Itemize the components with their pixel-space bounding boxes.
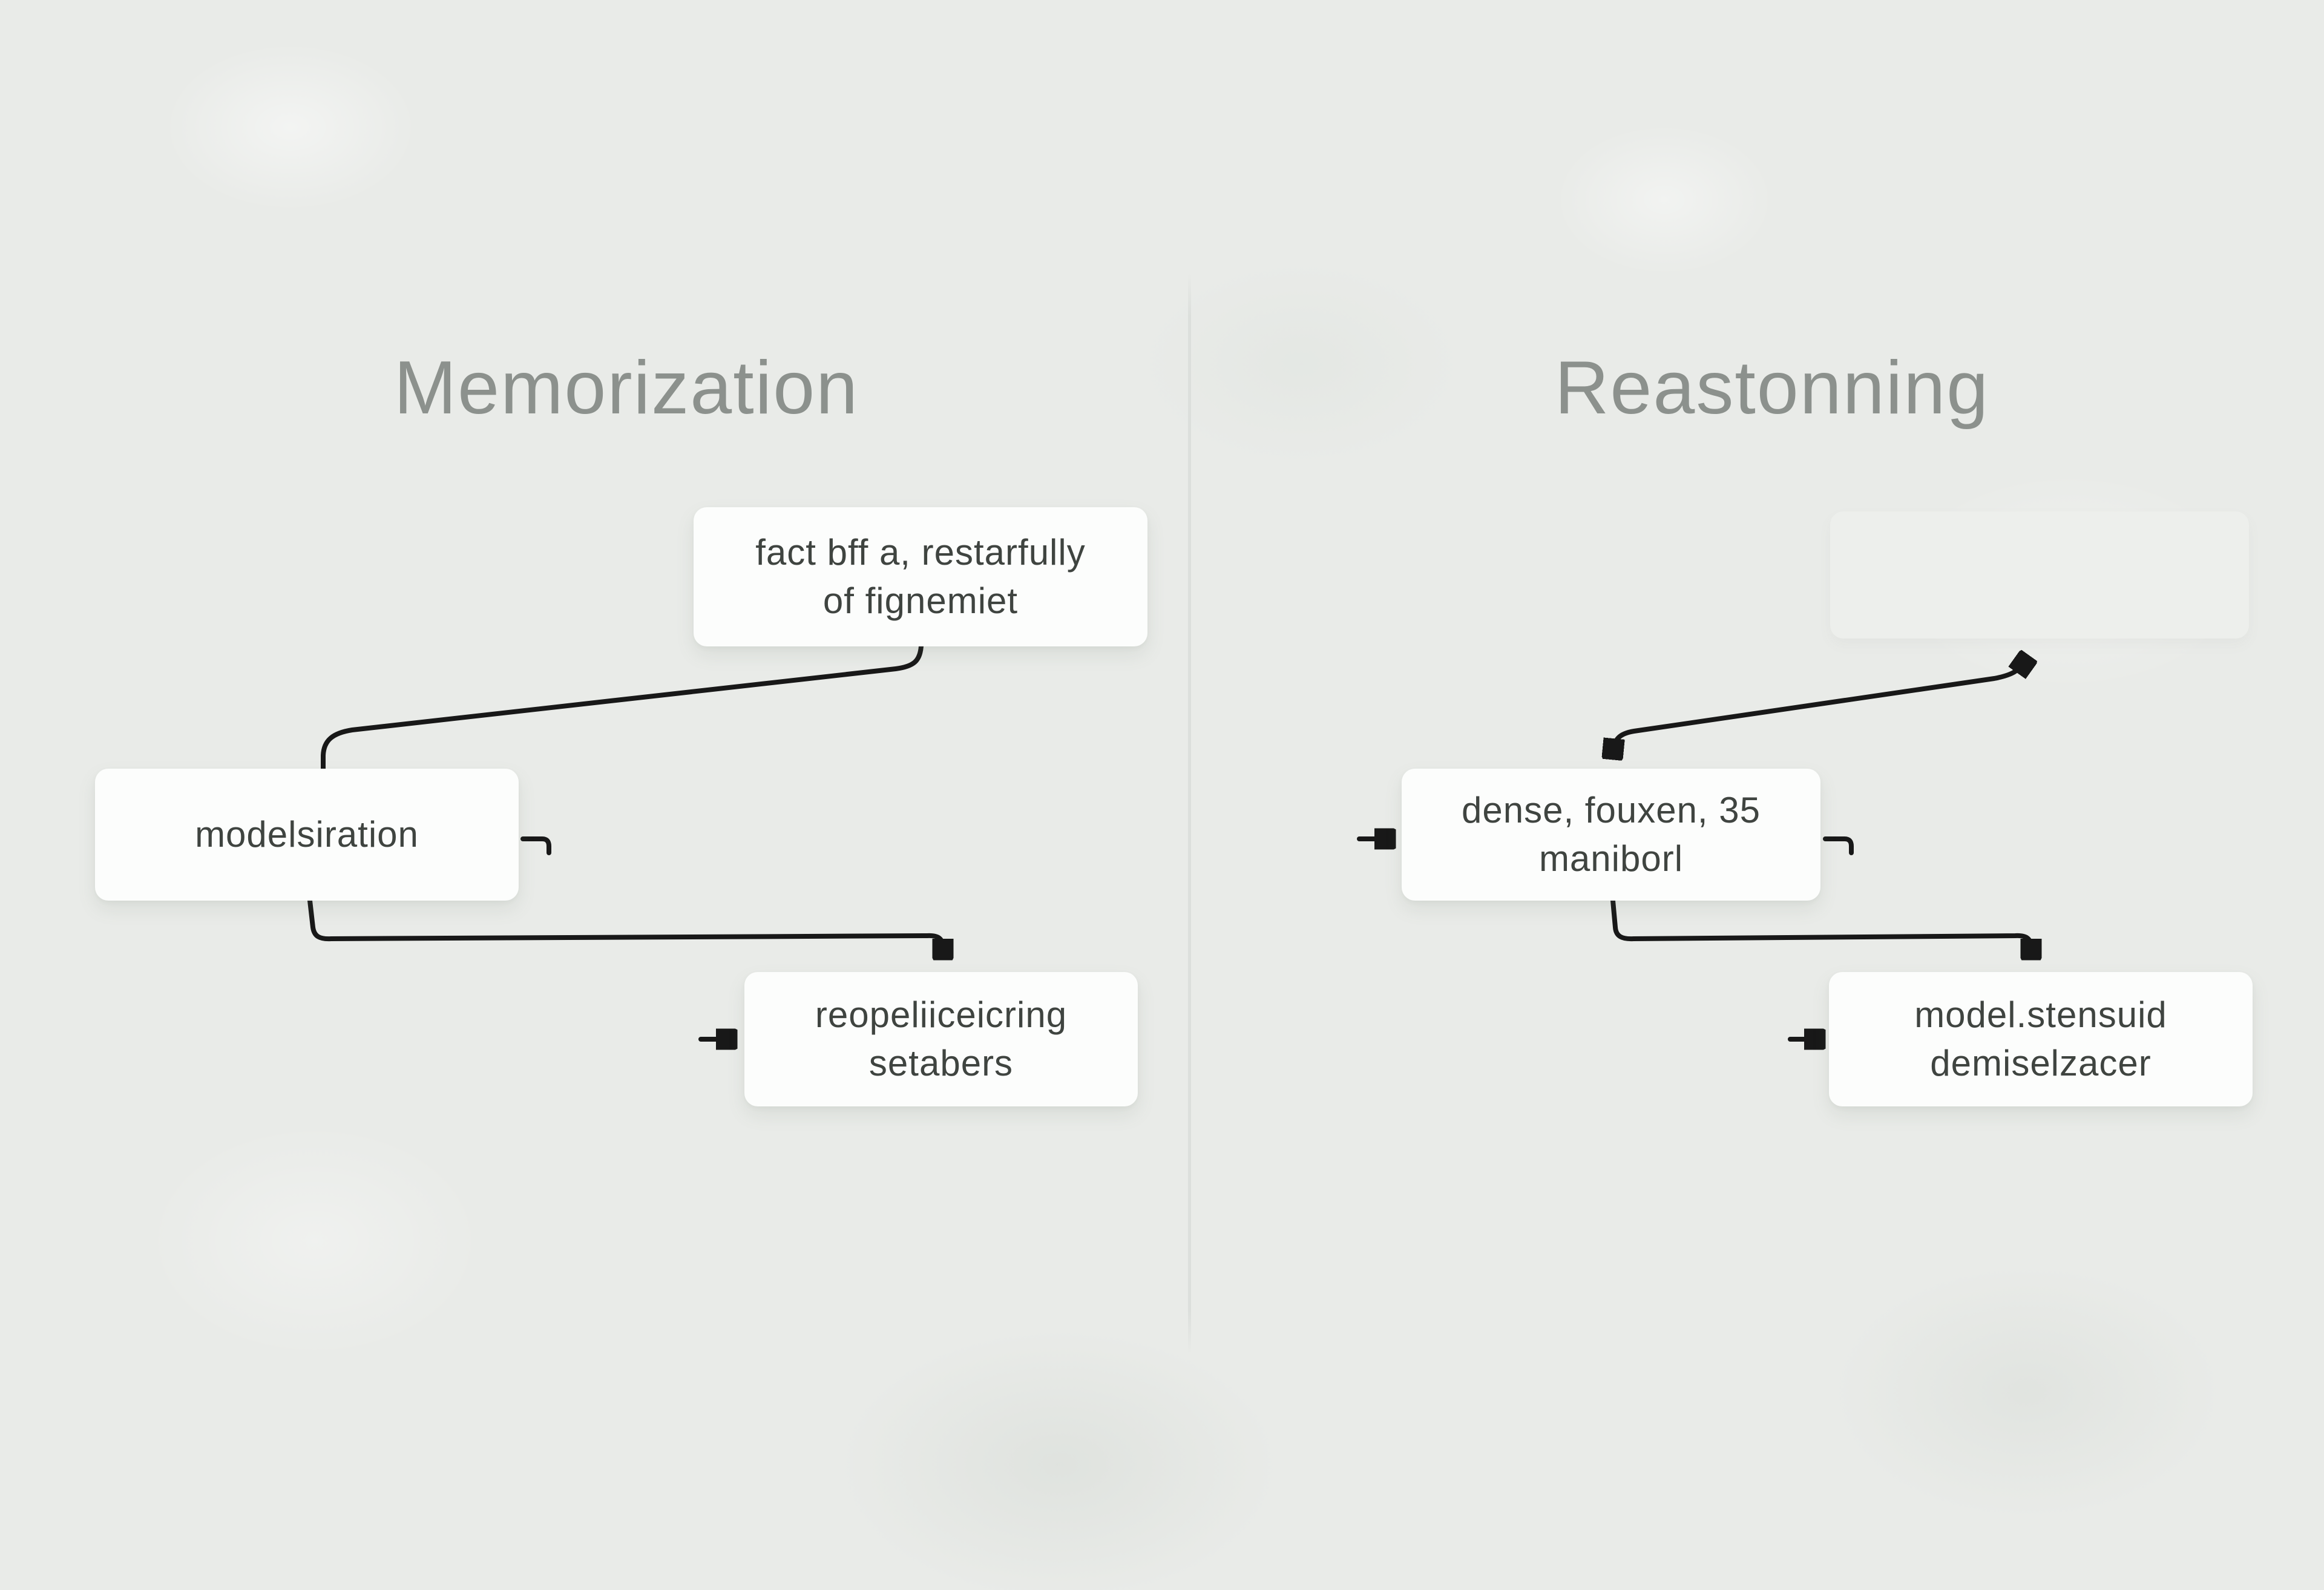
node-text-line: dense, fouxen, 35 [1461, 790, 1761, 830]
node-model-stensuid-box: model.stensuid demiselzacer [1829, 972, 2253, 1106]
node-text-line: of fignemiet [822, 580, 1019, 621]
node-text-line: setabers [868, 1043, 1014, 1083]
node-fact-box: fact bff a, restarfully of fignemiet [694, 507, 1147, 646]
node-text-line: model.stensuid [1914, 994, 2167, 1035]
node-modelsiration-box: modelsiration [95, 769, 519, 901]
node-empty-box [1830, 511, 2249, 639]
connector-dense-to-stensuid [1610, 898, 2031, 953]
node-text-line: reopeliiceicring [815, 994, 1068, 1035]
stub-model-right [520, 836, 551, 855]
node-reopeliiceicring-box: reopeliiceicring setabers [744, 972, 1138, 1106]
node-text-line: fact bff a, restarfully [755, 532, 1086, 573]
node-dense-fouxen-box: dense, fouxen, 35 maniborl [1402, 769, 1820, 901]
left-panel-title: Memorization [393, 346, 859, 430]
connector-fact-to-model [321, 644, 924, 771]
node-text-line: demiselzacer [1930, 1043, 2152, 1083]
node-text-line: maniborl [1538, 838, 1684, 879]
panel-divider [1188, 274, 1191, 1354]
stub-dense-right [1823, 836, 1854, 855]
right-panel-title: Reastonning [1554, 346, 1990, 430]
connector-dense-to-ghost [1613, 662, 2025, 752]
connector-model-to-reope [307, 898, 943, 953]
node-text-line: modelsiration [195, 814, 419, 855]
